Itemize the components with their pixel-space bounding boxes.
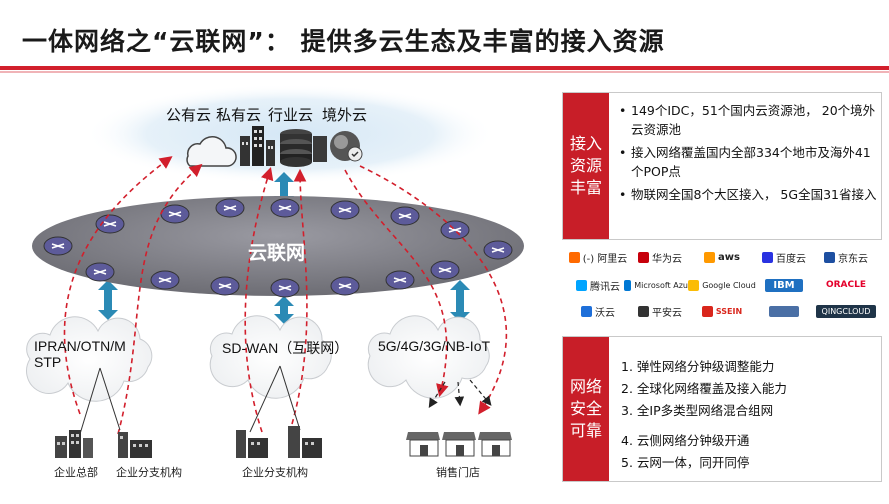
huawei-mark-icon <box>638 251 649 263</box>
network-security-body: 1. 弹性网络分钟级调整能力 2. 全球化网络覆盖及接入能力 3. 全IP多类型… <box>617 357 877 475</box>
title-divider <box>0 66 889 70</box>
google-mark-icon <box>688 279 700 291</box>
woyun-mark-icon <box>581 305 592 317</box>
tencent-mark-icon <box>576 279 587 291</box>
cloud-network-label: 云联网 <box>248 242 306 264</box>
cloud-label-industry: 行业云 <box>268 106 314 124</box>
jd-mark-icon <box>824 251 835 263</box>
router-icon <box>430 260 460 280</box>
public-cloud-icon <box>186 136 237 167</box>
access-label-ipran: IPRAN/OTN/M STP <box>34 338 126 370</box>
aliyun-mark-icon <box>568 251 580 263</box>
logo-qingcloud: QINGCLOUD <box>810 302 882 320</box>
baidu-mark-icon <box>762 251 773 263</box>
security-item: 1. 弹性网络分钟级调整能力 <box>621 359 775 374</box>
arrow-ring-to-5g <box>450 280 470 322</box>
router-icon <box>440 220 470 240</box>
router-icon <box>330 200 360 220</box>
access-lines <box>79 365 301 435</box>
logo-pingan: 平安云 <box>624 302 696 320</box>
access-resources-panel: 接入 资源 丰富 149个IDC，51个国内云资源池， 20个境外云资源池 接入… <box>562 92 882 240</box>
title-divider-shadow <box>0 71 889 73</box>
security-item: 5. 云网一体，同开同停 <box>621 455 750 470</box>
logo-ibm: IBM <box>748 276 820 294</box>
diagram-svg <box>26 84 524 458</box>
page-title: 一体网络之“云联网”： 提供多云生态及丰富的接入资源 <box>22 27 665 56</box>
shop-icon <box>442 432 476 457</box>
building-branch-icon-2 <box>236 426 322 458</box>
access-item: 149个IDC，51个国内云资源池， 20个境外云资源池 <box>619 101 877 139</box>
cloud-label-overseas: 境外云 <box>322 106 368 124</box>
logo-woyun: 沃云 <box>562 302 634 320</box>
cloud-label-private: 私有云 <box>216 106 262 124</box>
arrow-ring-to-ipran <box>98 280 118 320</box>
building-hq-icon <box>55 430 93 458</box>
access-item: 物联网全国8个大区接入， 5G全国31省接入 <box>619 185 877 204</box>
security-item: 4. 云侧网络分钟级开通 <box>621 433 750 448</box>
access-item: 接入网络覆盖国内全部334个地市及海外41个POP点 <box>619 143 877 181</box>
router-icon <box>390 206 420 226</box>
logo-aliyun: (-) 阿里云 <box>562 248 634 266</box>
black-dashed-links <box>428 379 492 409</box>
router-icon <box>150 270 180 290</box>
logo-jd: 京东云 <box>810 248 882 266</box>
overseas-cloud-icon <box>330 131 363 162</box>
router-icon <box>43 236 73 256</box>
access-cloud-5g <box>367 315 490 399</box>
site-label-branch: 企业分支机构 <box>116 466 182 479</box>
logo-ssein: SSEIN <box>686 302 758 320</box>
router-icon <box>270 278 300 298</box>
logo-huawei: 华为云 <box>624 248 696 266</box>
cloud-label-public: 公有云 <box>166 106 212 124</box>
pingan-mark-icon <box>638 305 649 317</box>
router-icon <box>330 276 360 296</box>
router-icon <box>385 270 415 290</box>
generic-cloud-mark-icon <box>769 305 799 317</box>
site-label-hq: 企业总部 <box>54 466 98 479</box>
access-label-5g: 5G/4G/3G/NB-IoT <box>378 338 491 354</box>
router-icon <box>160 204 190 224</box>
access-resources-tag: 接入 资源 丰富 <box>563 93 609 239</box>
building-branch-icon <box>118 432 152 458</box>
arrow-ring-to-sdwan <box>274 296 294 324</box>
logo-aws: aws <box>686 248 758 266</box>
router-icon <box>95 214 125 234</box>
industry-cloud-icon <box>280 129 327 167</box>
site-label-branch-2: 企业分支机构 <box>242 466 308 479</box>
azure-mark-icon <box>624 279 632 291</box>
logo-google: Google Cloud <box>686 276 758 294</box>
network-security-panel: 网络 安全 可靠 1. 弹性网络分钟级调整能力 2. 全球化网络覆盖及接入能力 … <box>562 336 882 482</box>
router-icon <box>215 198 245 218</box>
logo-tencent: 腾讯云 <box>562 276 634 294</box>
router-icon <box>210 276 240 296</box>
access-resources-body: 149个IDC，51个国内云资源池， 20个境外云资源池 接入网络覆盖国内全部3… <box>617 101 877 208</box>
access-label-sdwan: SD-WAN（互联网） <box>222 340 349 356</box>
shop-icons <box>406 432 512 457</box>
router-nodes <box>43 198 513 298</box>
security-item: 3. 全IP多类型网络混合组网 <box>621 403 774 418</box>
access-cloud-sdwan <box>209 315 332 399</box>
security-item: 2. 全球化网络覆盖及接入能力 <box>621 381 787 396</box>
private-cloud-icon <box>240 126 275 166</box>
logo-baidu: 百度云 <box>748 248 820 266</box>
logo-generic <box>748 302 820 320</box>
router-icon <box>483 240 513 260</box>
access-cloud-ipran <box>26 316 153 402</box>
network-security-tag: 网络 安全 可靠 <box>563 337 609 481</box>
shop-icon <box>478 432 512 457</box>
cloud-provider-logos: (-) 阿里云 华为云 aws 百度云 京东云 腾讯云 Microsoft Az… <box>562 246 880 322</box>
router-icon <box>270 198 300 218</box>
shop-icon <box>406 432 440 457</box>
logo-oracle: ORACLE <box>825 280 867 290</box>
router-icon <box>85 262 115 282</box>
red-dashed-links <box>63 156 508 435</box>
site-label-shops: 销售门店 <box>436 466 480 479</box>
ssein-mark-icon <box>701 305 713 317</box>
cloud-network-diagram: 公有云 私有云 行业云 境外云 云联网 IPRAN/OTN/M STP SD-W… <box>0 74 560 500</box>
aws-mark-icon <box>704 251 716 263</box>
logo-azure: Microsoft Azure <box>624 276 696 294</box>
